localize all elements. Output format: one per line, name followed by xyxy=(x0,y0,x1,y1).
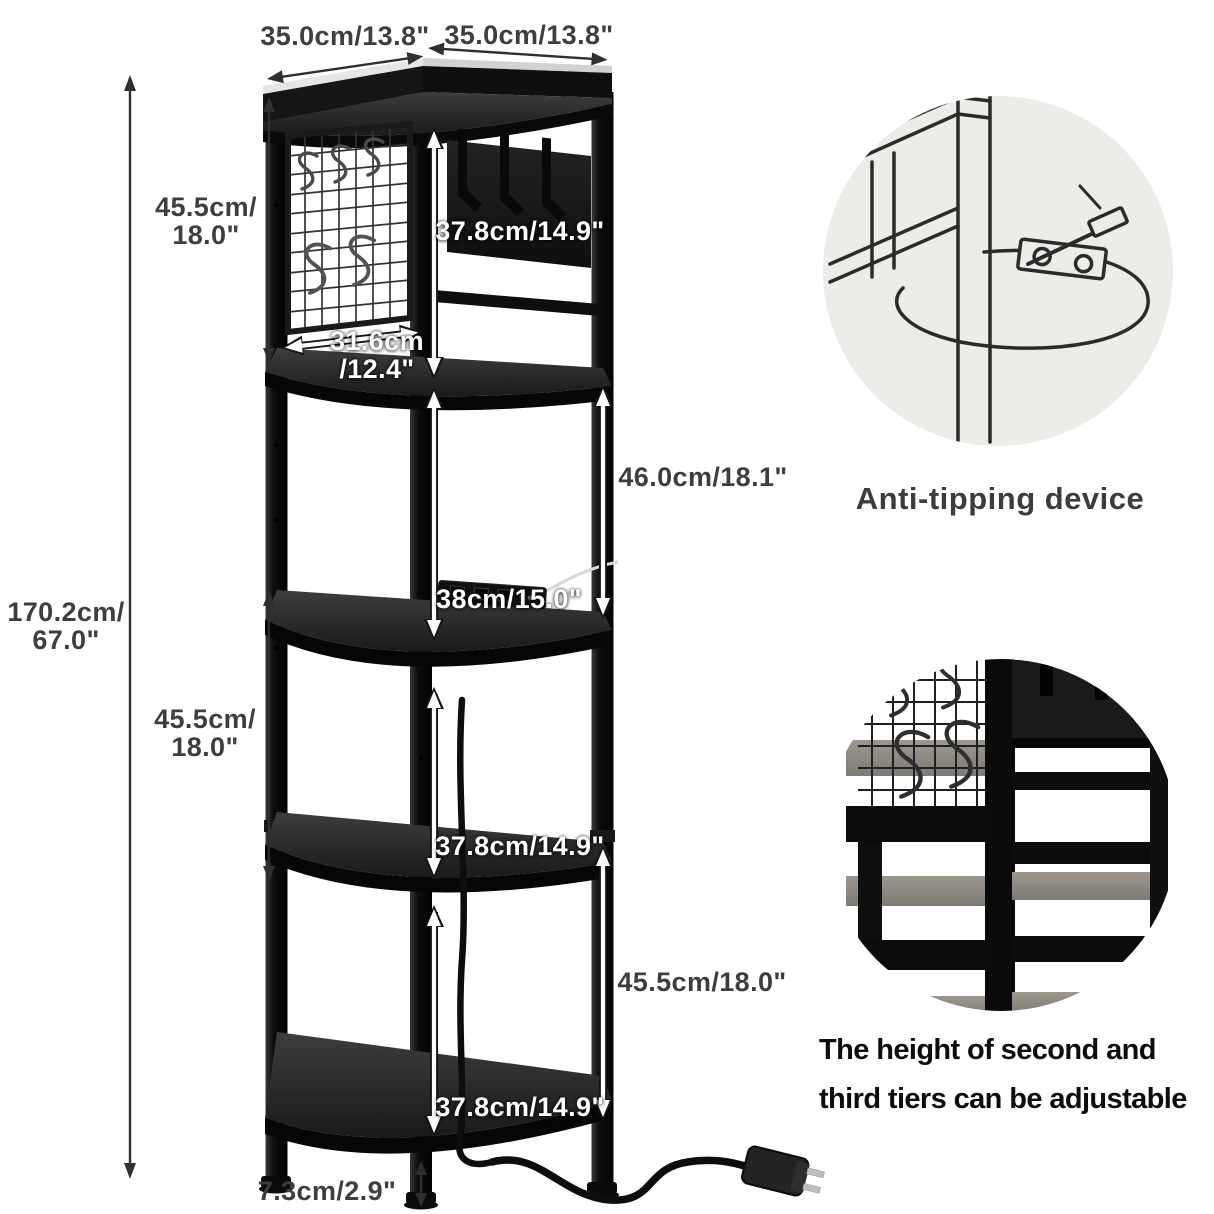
adjustable-caption-line1: The height of second and xyxy=(819,1034,1156,1066)
dim-grid-width: 31.6cm /12.4" xyxy=(330,327,424,383)
arrow-tier-mid xyxy=(263,591,275,881)
arrow-gap4 xyxy=(424,687,444,879)
dim-total-height-line1: 170.2cm/ xyxy=(7,597,125,627)
grid-panel xyxy=(285,120,413,336)
dim-gap3-height: 38cm/15.0" xyxy=(436,584,582,614)
dim-back-panel-height: 37.8cm/14.9" xyxy=(435,216,605,246)
dim-tier-mid-height: 45.5cm/ 18.0" xyxy=(154,705,256,761)
shelf-4 xyxy=(265,812,612,893)
dim-gap4-height: 37.8cm/14.9" xyxy=(435,831,605,861)
wall-bracket xyxy=(1016,237,1108,281)
anti-tipping-inset xyxy=(823,96,1173,446)
dim-tier-mid-line1: 45.5cm/ xyxy=(154,704,256,734)
adjustable-tiers-inset xyxy=(825,659,1177,1011)
dim-tier-mid-line2: 18.0" xyxy=(171,732,239,762)
arrow-grid-width xyxy=(281,324,423,356)
shelf-3 xyxy=(265,560,619,667)
dim-gap5-height: 37.8cm/14.9" xyxy=(435,1092,605,1122)
shelf-bottom xyxy=(265,1032,612,1154)
power-cord xyxy=(456,696,825,1204)
dim-tier-top-line2: 18.0" xyxy=(172,220,240,250)
dimension-arrows-dark xyxy=(124,42,608,1207)
corner-shelf-illustration xyxy=(259,58,825,1210)
shelf-top xyxy=(263,58,612,149)
coat-hooks xyxy=(458,128,566,221)
shelf-feet xyxy=(259,1176,619,1210)
arrow-back-panel xyxy=(424,127,444,379)
arrow-foot-height xyxy=(415,1161,427,1207)
dim-grid-width-line2: /12.4" xyxy=(339,354,415,384)
anti-tipping-caption: Anti-tipping device xyxy=(855,481,1145,516)
arrow-gap3 xyxy=(424,387,444,641)
arrow-tier-top xyxy=(263,97,275,363)
dim-foot-height: 7.3cm/2.9" xyxy=(257,1176,397,1206)
dimension-arrows-light xyxy=(281,127,613,1137)
dim-gap5-right-height: 45.5cm/18.0" xyxy=(617,967,787,997)
arrow-gap5-right xyxy=(593,845,613,1121)
dim-tier-top-line1: 45.5cm/ xyxy=(155,192,257,222)
arrow-top-width-left xyxy=(267,52,424,84)
dim-grid-width-line1: 31.6cm xyxy=(330,326,424,356)
arrow-top-width-right xyxy=(428,42,608,66)
dim-tier-top-height: 45.5cm/ 18.0" xyxy=(155,193,257,249)
dim-total-height-line2: 67.0" xyxy=(32,625,100,655)
dim-gap2-height: 46.0cm/18.1" xyxy=(618,462,788,492)
arrow-total-height xyxy=(124,75,136,1179)
arrow-gap2-right xyxy=(593,385,613,619)
arrow-gap5 xyxy=(424,905,444,1137)
shelf-2 xyxy=(265,348,612,411)
dim-top-width-right: 35.0cm/13.8" xyxy=(444,20,614,50)
power-strip-cable xyxy=(544,560,619,594)
power-strip xyxy=(437,579,547,611)
hook-panel xyxy=(434,128,600,316)
power-plug xyxy=(741,1145,825,1197)
dim-total-height: 170.2cm/ 67.0" xyxy=(7,598,124,654)
dim-top-width-left: 35.0cm/13.8" xyxy=(260,21,430,51)
strap-head xyxy=(1087,206,1129,238)
adjustable-caption-line2: third tiers can be adjustable xyxy=(819,1083,1187,1115)
